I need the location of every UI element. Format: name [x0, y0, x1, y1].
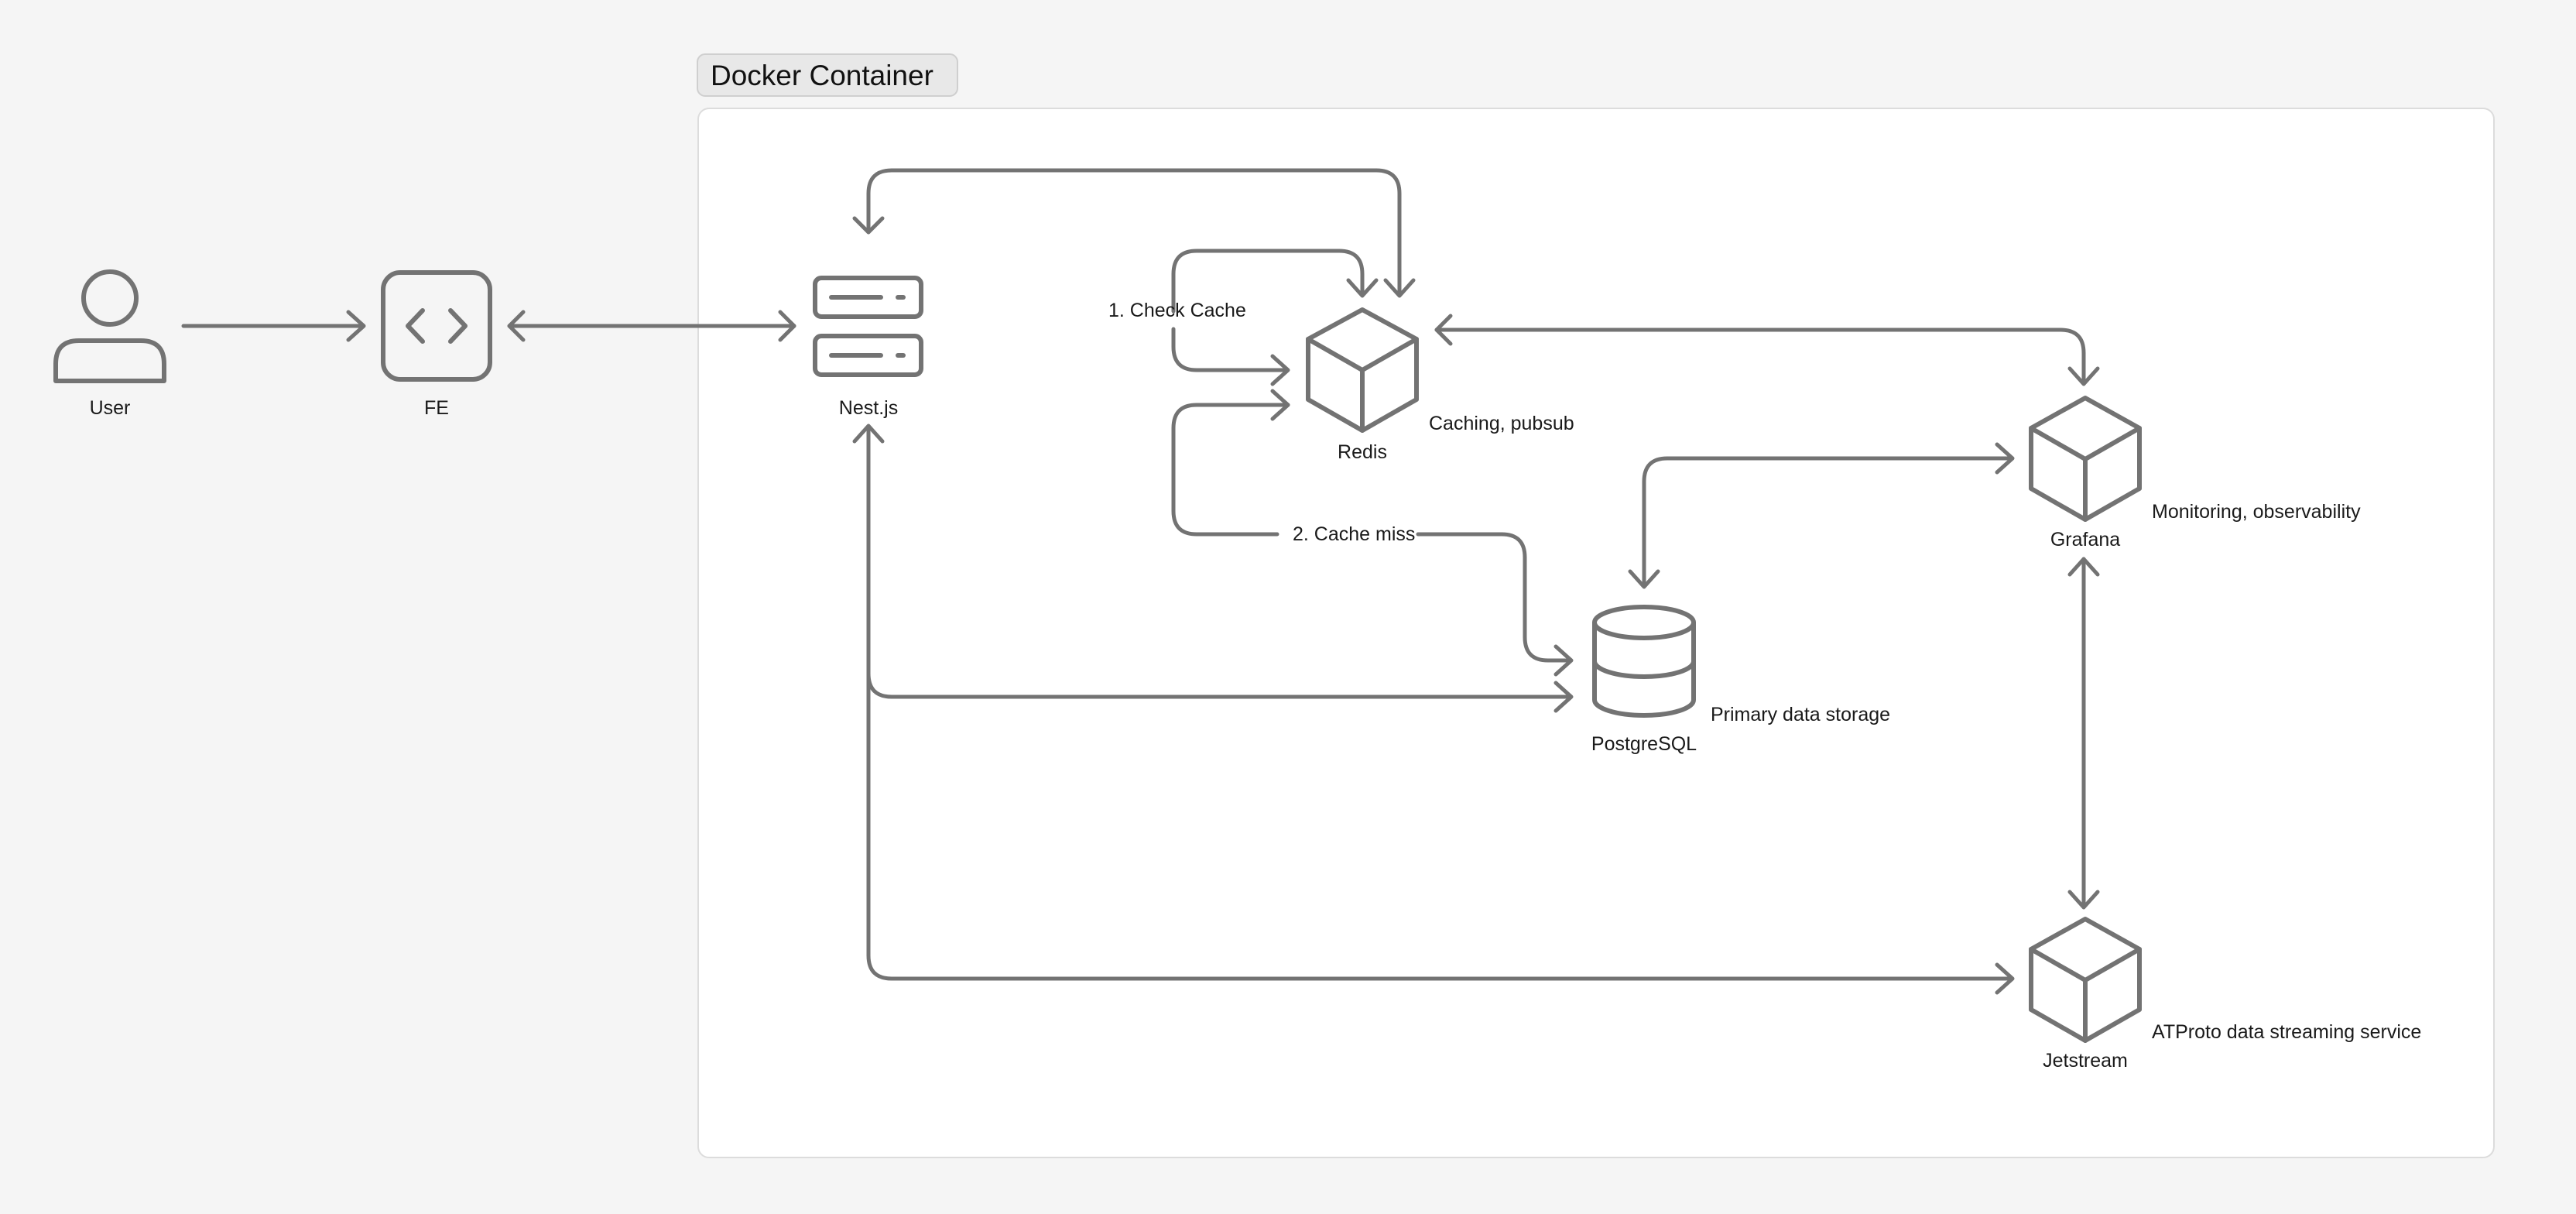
node-description-grafana: Monitoring, observability	[2152, 501, 2361, 523]
cube-icon	[2029, 396, 2142, 522]
edges	[181, 168, 2100, 995]
database-icon	[1592, 605, 1696, 718]
edge-label-check-cache: 1. Check Cache	[1108, 300, 1246, 321]
node-label-jetstream: Jetstream	[2043, 1050, 2128, 1072]
edge-check-cache	[1171, 249, 1379, 386]
edge-grafana-jetstream	[2067, 557, 2100, 910]
edge-postgres-grafana	[1628, 442, 2015, 589]
edge-nest-redis-top	[852, 168, 1416, 298]
node-description-jetstream: ATProto data streaming service	[2152, 1021, 2421, 1043]
server-icon	[813, 276, 923, 377]
node-label-user: User	[90, 397, 131, 419]
edge-redis-grafana	[1434, 314, 2100, 386]
node-user[interactable]: User	[53, 269, 166, 419]
node-postgres[interactable]: PostgreSQL Primary data storage	[1591, 605, 1890, 755]
node-fe[interactable]: FE	[381, 270, 492, 419]
node-jetstream[interactable]: Jetstream ATProto data streaming service	[2029, 917, 2421, 1072]
node-nest[interactable]: Nest.js	[813, 276, 923, 419]
edge-label-cache-miss: 2. Cache miss	[1293, 523, 1415, 545]
node-label-nest: Nest.js	[839, 397, 898, 419]
edge-nest-postgres-jetstream	[852, 424, 2015, 995]
node-description-redis: Caching, pubsub	[1429, 413, 1574, 434]
cube-icon	[2029, 917, 2142, 1043]
node-description-postgres: Primary data storage	[1711, 704, 1890, 725]
person-icon	[53, 269, 166, 383]
edge-cache-miss	[1171, 389, 1574, 677]
node-label-fe: FE	[424, 397, 449, 419]
container-title: Docker Container	[711, 60, 933, 91]
node-label-redis: Redis	[1338, 441, 1387, 463]
node-redis[interactable]: Redis Caching, pubsub	[1306, 307, 1574, 463]
cube-icon	[1306, 307, 1419, 433]
code-icon	[381, 270, 492, 382]
container-title-pill	[697, 53, 958, 97]
node-grafana[interactable]: Grafana Monitoring, observability	[2029, 396, 2361, 550]
node-label-postgres: PostgreSQL	[1591, 733, 1697, 755]
node-label-grafana: Grafana	[2050, 529, 2120, 550]
edge-fe-nest	[507, 310, 796, 342]
edge-user-fe	[181, 310, 366, 342]
